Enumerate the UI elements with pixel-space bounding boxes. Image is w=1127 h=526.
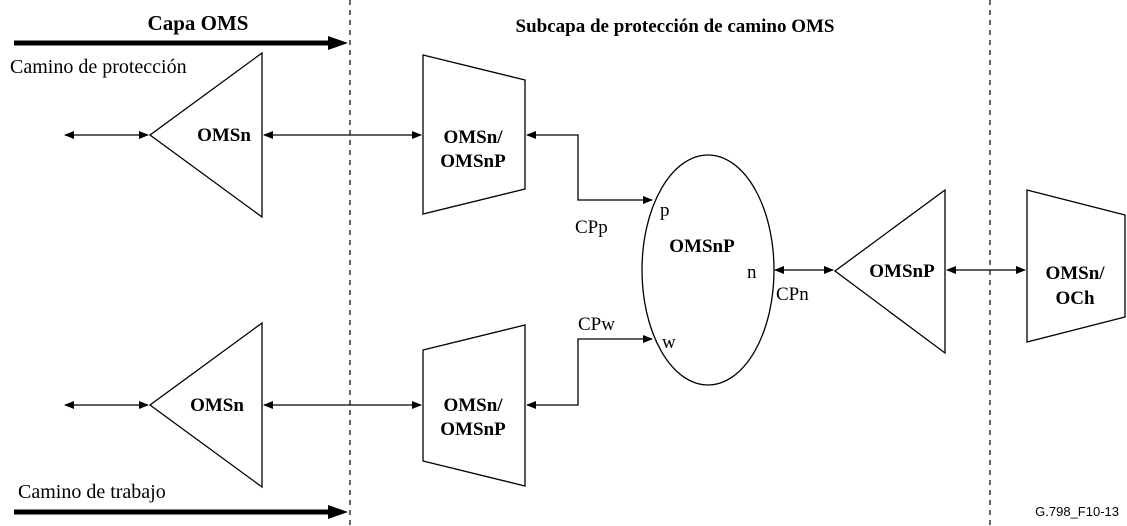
working-path-label: Camino de trabajo: [18, 481, 166, 503]
omsnp-triangle: [833, 188, 946, 355]
working-connector: [526, 335, 653, 409]
top-adapter-label-line1: OMSn/: [443, 127, 503, 148]
port-w-label: w: [662, 332, 676, 353]
top-adapter-label-line2: OMSnP: [440, 151, 506, 172]
right-adapter-label-line2: OCh: [1055, 288, 1095, 309]
bottom-adapter-label-line2: OMSnP: [440, 419, 506, 440]
port-p-label: p: [660, 200, 670, 221]
omsnp-connection-label: OMSnP: [669, 236, 735, 257]
protection-connector: [526, 131, 653, 204]
bottom-omsn-omsnp-adapter: [422, 324, 526, 487]
cpp-label: CPp: [575, 217, 608, 238]
right-adapter-label-line1: OMSn/: [1045, 263, 1105, 284]
top-omsn-triangle: [148, 51, 263, 219]
top-omsn-omsnp-adapter: [422, 54, 526, 215]
sublayer-header: Subcapa de protección de camino OMS: [516, 16, 835, 37]
figure-id: G.798_F10-13: [1035, 504, 1119, 519]
port-n-label: n: [747, 262, 757, 283]
bottom-adapter-label-line1: OMSn/: [443, 395, 503, 416]
omsn-och-adapter: [1026, 189, 1126, 343]
omsnp-triangle-label: OMSnP: [869, 261, 935, 282]
cpn-label: CPn: [776, 284, 809, 305]
protection-path-label: Camino de protección: [10, 56, 187, 78]
cpw-label: CPw: [578, 314, 615, 335]
top-omsn-label: OMSn: [197, 125, 251, 146]
oms-layer-bottom-arrowhead: [328, 505, 348, 519]
oms-layer-header: Capa OMS: [148, 11, 249, 35]
bottom-omsn-triangle: [148, 321, 263, 489]
oms-layer-top-arrowhead: [328, 36, 348, 50]
bottom-omsn-label: OMSn: [190, 395, 244, 416]
